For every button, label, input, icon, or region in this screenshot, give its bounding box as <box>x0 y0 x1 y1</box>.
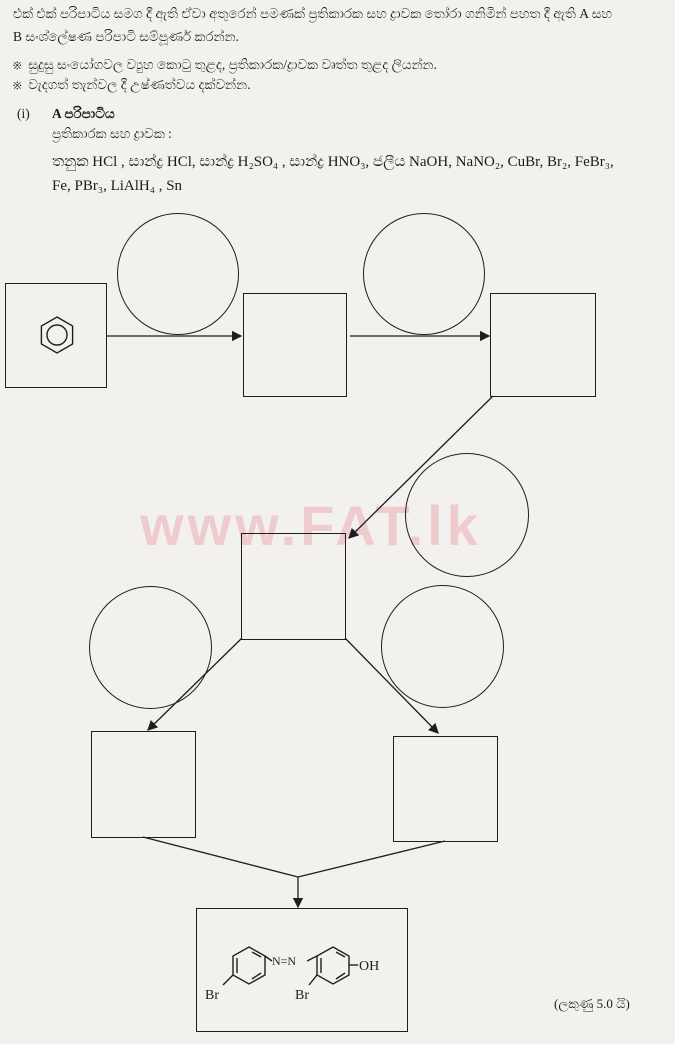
right-benzene-ring <box>316 946 350 985</box>
marks-label: (ලකුණු 5.0 යි) <box>554 996 630 1011</box>
azo-product-structure: N=N OH Br Br <box>205 946 379 1003</box>
note-1: ※ සුදුසු සංයෝගවල ව්‍යුහ කොටු තුළද, ප්‍රත… <box>13 55 437 75</box>
reagent-circle-1[interactable] <box>117 213 239 335</box>
structure-box-4[interactable] <box>91 731 196 838</box>
converge-left <box>142 836 299 878</box>
reagent-list-line-2: Fe, PBr₃, LiAlH₄ , Sn <box>52 178 183 194</box>
hydroxyl-label: OH <box>359 959 379 974</box>
arrow-step-3 <box>348 395 494 539</box>
part-number: (i) <box>17 106 30 121</box>
converge-right <box>297 840 446 878</box>
instruction-line-1: එක් එක් පරිපාටිය සමග දී ඇති ඒවා අතුරෙන් … <box>13 6 613 21</box>
benzene-ring-icon <box>40 316 74 354</box>
bromine-label-left: Br <box>205 988 219 1003</box>
reagent-list-line-1: තනුක HCl , සාන්ද්‍ර HCl, සාන්ද්‍ර H₂SO₄ … <box>52 154 614 170</box>
structure-box-5[interactable] <box>393 736 498 842</box>
bromine-label-right: Br <box>295 988 309 1003</box>
reagent-circle-3[interactable] <box>405 453 529 577</box>
structure-box-1[interactable] <box>243 293 347 397</box>
reagent-circle-5[interactable] <box>381 585 504 708</box>
azo-label: N=N <box>272 954 296 968</box>
left-benzene-ring <box>232 946 266 985</box>
note-2: ※ වැදගත් තැන්වල දී උෂ්ණත්වය දක්වන්න. <box>13 75 250 95</box>
part-title: A පරිපාටිය <box>52 106 115 121</box>
instruction-line-2: B සංශ්ලේෂණ පරිපාටි සම්පූර්ණ කරන්න. <box>13 29 239 44</box>
start-compound-box <box>5 283 107 388</box>
part-subtitle: ප්‍රතිකාරක සහ ද්‍රාවක : <box>52 126 172 141</box>
arrow-step-4b <box>344 637 439 734</box>
reagent-circle-2[interactable] <box>363 213 485 335</box>
note-mark-icon: ※ <box>13 77 22 92</box>
reagent-circle-4[interactable] <box>89 586 212 709</box>
structure-box-2[interactable] <box>490 293 596 397</box>
note-mark-icon: ※ <box>13 57 22 72</box>
note-text: වැදගත් තැන්වල දී උෂ්ණත්වය දක්වන්න. <box>28 77 251 92</box>
note-text: සුදුසු සංයෝගවල ව්‍යුහ කොටු තුළද, ප්‍රතික… <box>28 57 437 72</box>
structure-box-3[interactable] <box>241 533 346 640</box>
product-box: N=N OH Br Br <box>196 908 408 1032</box>
